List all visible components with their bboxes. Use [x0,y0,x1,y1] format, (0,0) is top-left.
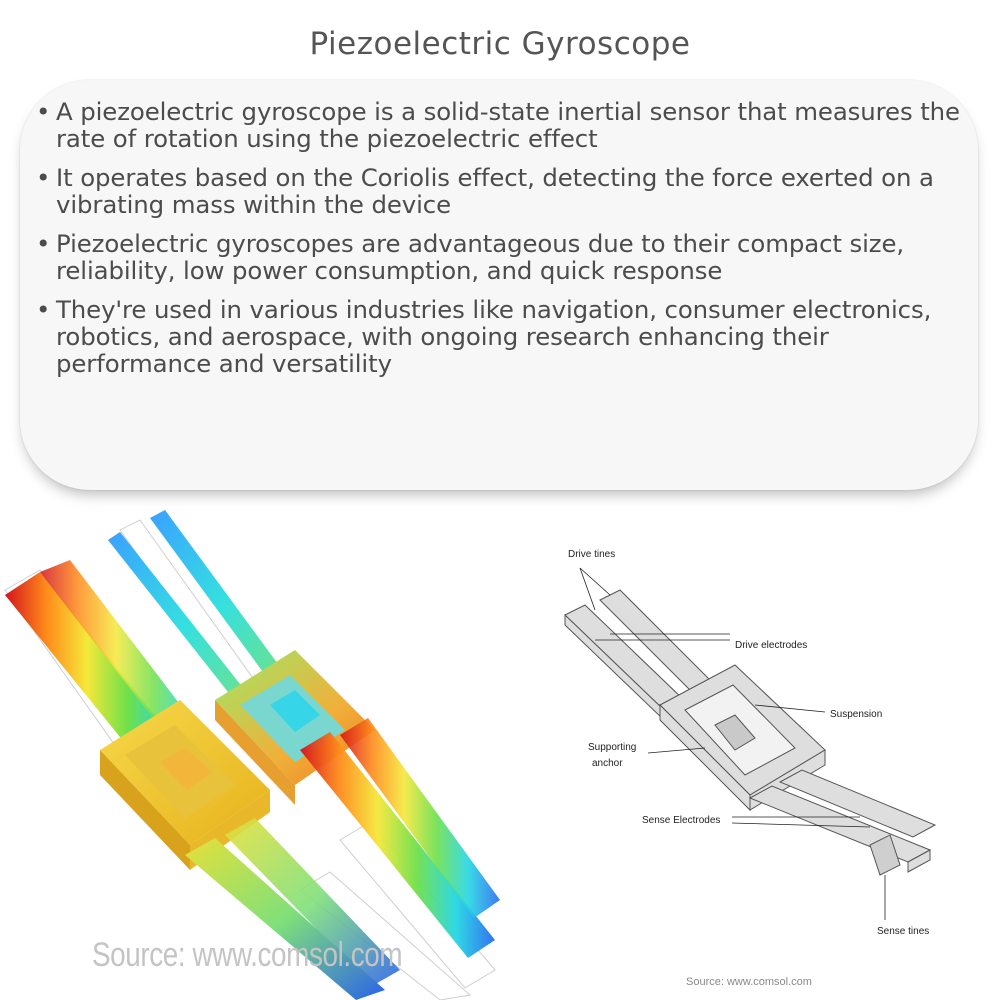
sense-tine [185,838,385,1000]
label-supporting-anchor: Supporting [588,742,636,753]
sense-tine [225,818,400,986]
label-sense-electrodes: Sense Electrodes [642,815,720,826]
simulation-illustration [4,510,500,1000]
image-source-caption: Source: www.comsol.com [92,936,403,974]
label-sense-tines: Sense tines [877,926,929,937]
bullet-item: Piezoelectric gyroscopes are advantageou… [34,230,964,284]
label-supporting-anchor: anchor [592,758,623,769]
image-source-caption: Source: www.comsol.com [686,976,812,988]
bullet-item: It operates based on the Coriolis effect… [34,164,964,218]
summary-card: A piezoelectric gyroscope is a solid-sta… [20,80,978,490]
bullet-item: A piezoelectric gyroscope is a solid-sta… [34,98,964,152]
label-drive-electrodes: Drive electrodes [735,640,807,651]
schematic-body [564,589,937,876]
label-drive-tines: Drive tines [568,549,615,560]
sense-tine [340,718,500,918]
bullet-list: A piezoelectric gyroscope is a solid-sta… [34,98,964,389]
labeled-schematic: Drive tines Drive electrodes Suspension … [564,549,937,937]
page-title: Piezoelectric Gyroscope [309,26,691,62]
leader-lines [579,567,886,920]
label-suspension: Suspension [830,709,882,720]
bullet-item: They're used in various industries like … [34,296,964,377]
sense-tine [300,732,495,958]
